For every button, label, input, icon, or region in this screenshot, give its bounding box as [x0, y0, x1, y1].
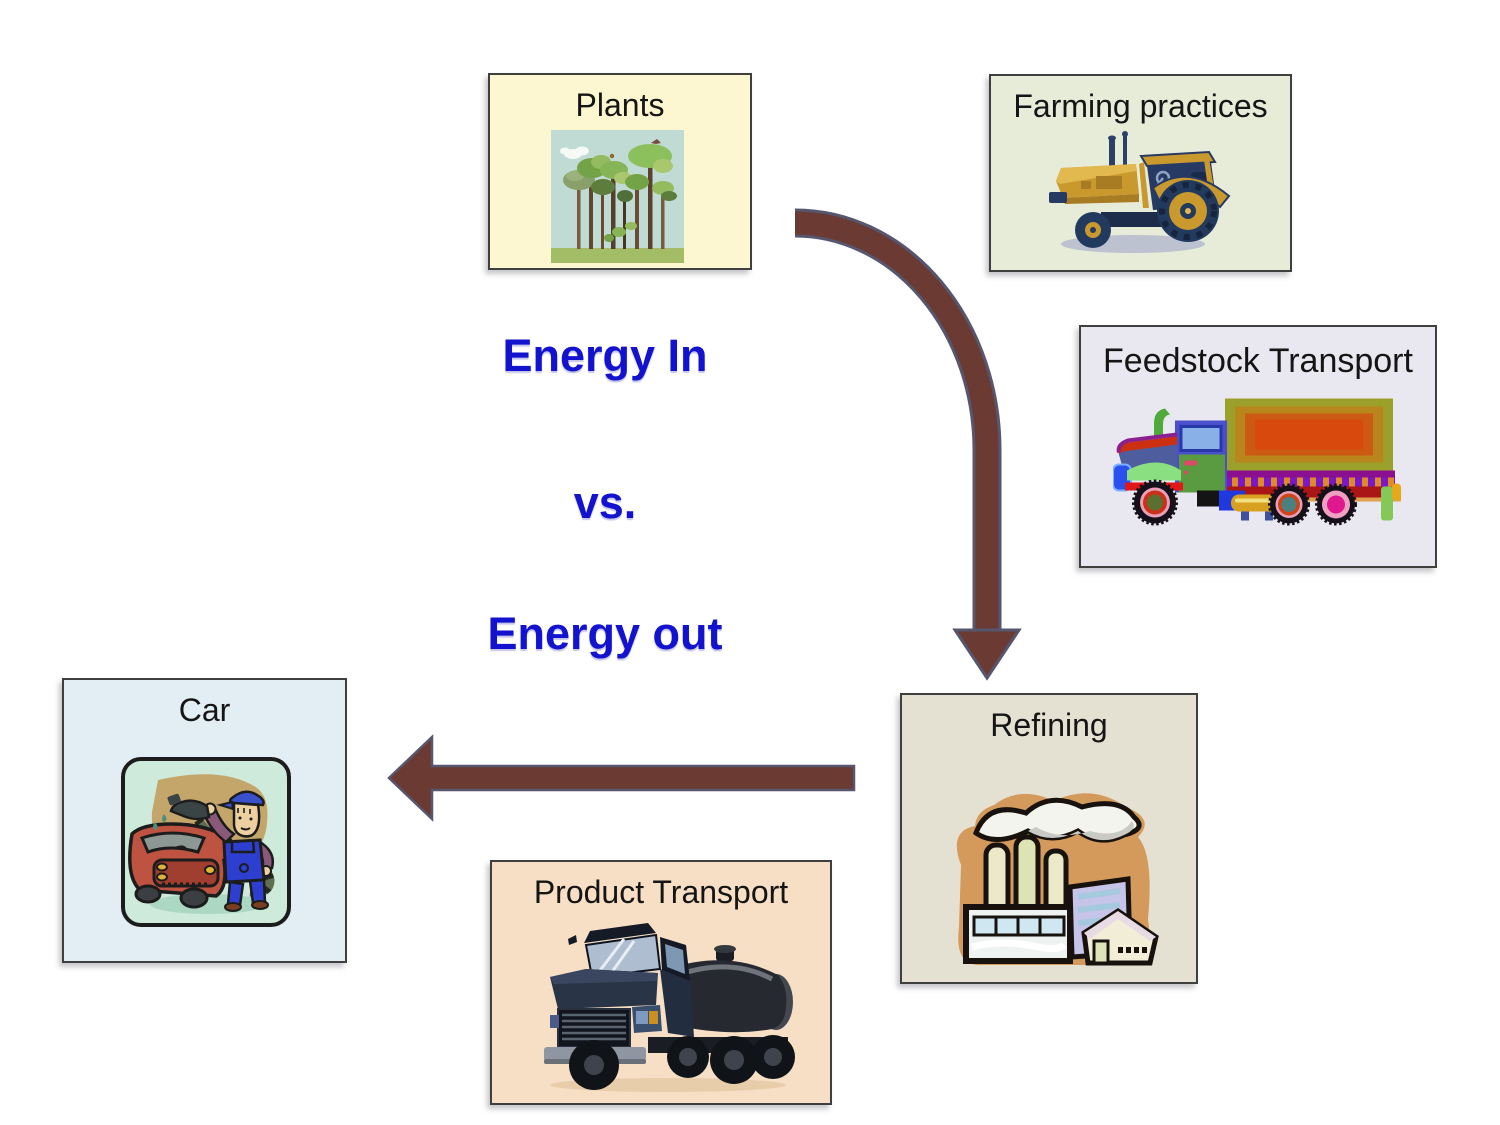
- node-refining-title: Refining: [990, 707, 1108, 743]
- arrow-refining-to-car: [387, 734, 856, 822]
- node-product-transport: Product Transport: [490, 860, 832, 1105]
- node-farming-title: Farming practices: [1013, 88, 1268, 124]
- arrowhead-down: [952, 628, 1022, 681]
- node-product-transport-title: Product Transport: [533, 874, 789, 910]
- node-feedstock-title: Feedstock Transport: [1103, 342, 1413, 380]
- arrowhead-left: [387, 734, 856, 822]
- fueling-car-illustration: [121, 757, 291, 927]
- node-car-title: Car: [178, 692, 231, 728]
- node-refining: Refining: [900, 693, 1198, 984]
- tractor-illustration: [1049, 131, 1231, 253]
- trees-illustration: [551, 130, 684, 263]
- cargo-truck-illustration: [1113, 398, 1401, 526]
- node-plants: Plants: [488, 73, 752, 270]
- node-plants-title: Plants: [575, 87, 665, 123]
- node-feedstock: Feedstock Transport: [1079, 325, 1437, 568]
- node-farming: Farming practices: [989, 74, 1292, 272]
- energy-out-text: Energy out: [487, 608, 723, 659]
- tanker-truck-illustration: [544, 923, 795, 1092]
- factory-illustration: [956, 793, 1159, 966]
- node-car: Car: [62, 678, 347, 963]
- vs-text: vs.: [573, 477, 637, 528]
- arrow-plants-to-refining: [794, 208, 1022, 681]
- energy-in-text: Energy In: [502, 330, 708, 381]
